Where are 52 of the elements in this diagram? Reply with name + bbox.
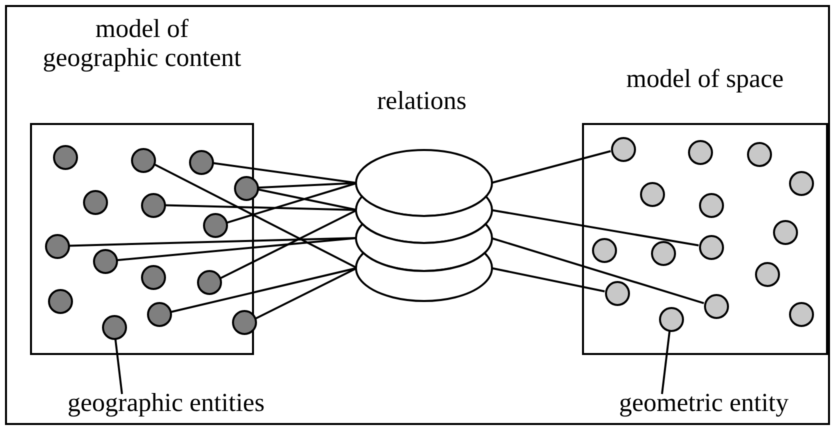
entity-circle	[746, 142, 772, 166]
entity-circle	[82, 190, 108, 214]
entity-circle	[52, 144, 78, 170]
entity-circle	[234, 176, 258, 200]
entity-circle	[232, 310, 256, 334]
relation-line	[171, 267, 358, 313]
relation-line	[165, 204, 358, 211]
relation-line	[117, 237, 358, 262]
relation-line	[256, 267, 358, 320]
relation-line	[490, 267, 605, 292]
relation-line	[258, 182, 358, 189]
leader-line	[661, 331, 671, 394]
entity-circle	[592, 238, 616, 262]
entity-circle	[44, 234, 70, 258]
entity-circle	[196, 270, 222, 294]
entity-label: geographic entities	[68, 388, 265, 417]
leader-line	[114, 339, 123, 394]
relation-line	[220, 209, 358, 279]
relation-line	[258, 188, 358, 211]
entity-circle	[698, 234, 724, 260]
entity-circle	[130, 148, 156, 172]
entity-circle	[140, 192, 166, 218]
entity-circle	[610, 136, 636, 162]
entity-circle	[704, 294, 728, 318]
entity-circle	[140, 264, 166, 290]
entity-circle	[788, 302, 814, 326]
entity-circle	[102, 314, 126, 340]
entity-circle	[188, 150, 214, 174]
box-heading: model of space	[625, 64, 785, 93]
stack-label: relations	[377, 86, 467, 115]
entity-label: geometric entity	[619, 388, 789, 417]
relation-line	[154, 164, 358, 269]
entity-circle	[604, 280, 630, 306]
entity-circle	[48, 288, 72, 314]
entity-circle	[640, 182, 664, 206]
entity-circle	[658, 306, 684, 332]
relation-line	[490, 150, 611, 184]
entity-circle	[650, 240, 676, 266]
entity-circle	[688, 140, 712, 164]
relation-disk	[355, 149, 493, 217]
box-heading: model of geographic content	[42, 14, 242, 72]
entity-circle	[788, 170, 814, 196]
entity-circle	[754, 262, 780, 286]
entity-circle	[92, 248, 118, 274]
relation-line	[490, 237, 704, 304]
relation-line	[490, 209, 699, 246]
relation-line	[226, 182, 358, 224]
entity-circle	[772, 220, 798, 244]
relation-line	[213, 162, 358, 184]
entity-circle	[146, 302, 172, 326]
entity-circle	[202, 212, 228, 238]
entity-circle	[698, 192, 724, 218]
